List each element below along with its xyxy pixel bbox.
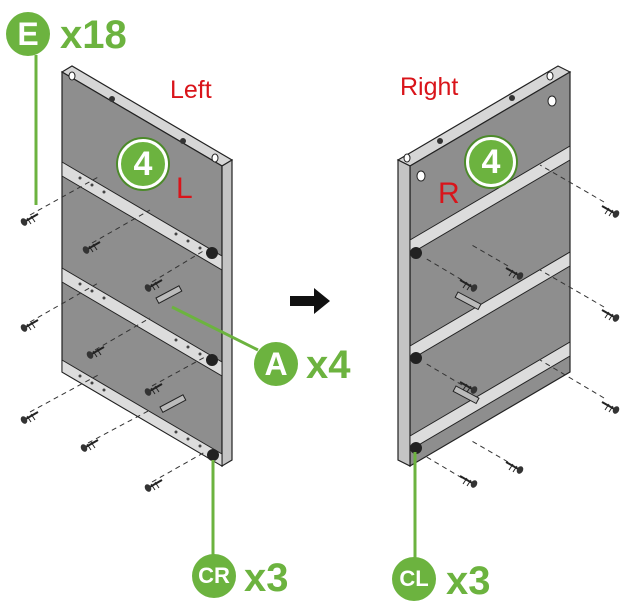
part-cr-quantity: x3 (244, 556, 289, 600)
part-a-quantity: x4 (306, 343, 351, 387)
right-arrow-icon (290, 288, 330, 314)
part-e-badge: E (6, 12, 50, 56)
part-cl-badge: CL (392, 557, 436, 601)
right-step-badge: 4 (466, 137, 516, 187)
part-e-quantity: x18 (60, 13, 127, 57)
left-panel-title: Left (170, 76, 212, 104)
part-cl-quantity: x3 (446, 559, 491, 603)
callout-lines (34, 55, 417, 560)
left-panel (60, 65, 234, 468)
part-cr-badge: CR (192, 554, 236, 598)
right-panel-title: Right (400, 73, 459, 101)
left-side-letter: L (176, 172, 193, 205)
screws-group (18, 164, 622, 494)
part-a-badge: A (254, 342, 298, 386)
left-step-badge: 4 (118, 139, 168, 189)
right-side-letter: R (438, 177, 460, 210)
right-panel (396, 65, 572, 468)
